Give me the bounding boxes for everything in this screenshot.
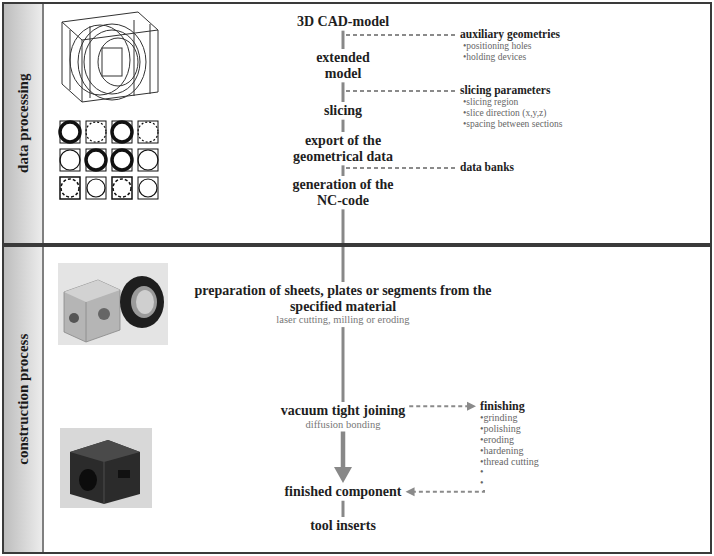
parts-photo: [58, 263, 168, 345]
finishing-list: finishing•grinding•polishing•eroding•har…: [476, 398, 543, 490]
process-band: data processing 3D CAD-model extended mode…: [2, 2, 712, 245]
step-label: slicing: [324, 103, 362, 119]
parameter-item: •positioning holes: [463, 41, 532, 52]
arrow-head: [467, 402, 476, 411]
leader-line: [346, 90, 456, 92]
side-strip: [4, 4, 42, 243]
connector-line: [409, 405, 469, 407]
band-label: data processing: [15, 74, 32, 173]
step-label: generation of the NC-code: [289, 177, 397, 208]
flow-connector: [334, 431, 352, 483]
process-step: export of the geometrical data: [269, 132, 417, 165]
arrow-head: [334, 467, 352, 483]
step-label: finished component: [284, 484, 401, 500]
finishing-item: •polishing: [480, 424, 539, 435]
connector-line: [341, 431, 346, 470]
process-step: tool inserts: [306, 517, 380, 535]
process-step: generation of the NC-code: [285, 176, 401, 209]
step-note: diffusion bonding: [281, 419, 405, 431]
process-step: extended model: [297, 49, 389, 82]
finishing-item: •thread cutting: [480, 457, 539, 468]
step-label: tool inserts: [310, 518, 376, 534]
process-band: construction process preparation of sheet…: [2, 245, 712, 554]
step-note: laser cutting, milling or eroding: [193, 314, 493, 326]
parameter-heading: auxiliary geometries: [460, 28, 560, 41]
step-label: extended model: [301, 50, 385, 81]
parameter-item: •slicing region: [463, 97, 518, 108]
flow-connector: [343, 165, 344, 176]
flow-connector: [343, 82, 344, 102]
component-photo: [60, 428, 152, 508]
connector-line: [341, 501, 344, 517]
band-label: construction process: [15, 334, 32, 465]
connector-line: [342, 82, 345, 102]
parameter-item: •slice direction (x,y,z): [463, 108, 546, 119]
process-step: finished component: [280, 483, 405, 501]
strip-divider: [42, 4, 44, 552]
side-strip: [4, 247, 42, 552]
flow-connector: [343, 31, 344, 49]
cad-model-illustration: [62, 12, 158, 102]
connector-line: [342, 31, 345, 49]
process-step: vacuum tight joiningdiffusion bonding: [277, 402, 409, 431]
leader-line: [346, 34, 456, 36]
finishing-item: •grinding: [480, 413, 539, 424]
connector-line: [342, 120, 345, 132]
finishing-heading: finishing: [480, 399, 539, 413]
flow-connector: [343, 120, 344, 132]
finishing-item: •: [480, 478, 539, 489]
flow-connector: [406, 487, 484, 496]
parameter-item: •holding devices: [463, 52, 526, 63]
flow-connector: [343, 327, 344, 402]
flow-connector: [342, 501, 343, 517]
step-label: preparation of sheets, plates or segment…: [193, 283, 493, 314]
step-label: vacuum tight joining: [281, 403, 405, 419]
finishing-item: •: [480, 467, 539, 478]
slice-grid-illustration: [60, 121, 158, 199]
leader-line: [346, 167, 456, 169]
parameter-item: •spacing between sections: [463, 119, 562, 130]
step-label: export of the geometrical data: [273, 133, 413, 164]
process-step: 3D CAD-model: [293, 13, 393, 31]
arrow-head: [406, 487, 415, 496]
finishing-item: •eroding: [480, 435, 539, 446]
process-step: preparation of sheets, plates or segment…: [189, 282, 497, 327]
parameter-heading: data banks: [460, 161, 514, 174]
step-label: 3D CAD-model: [297, 14, 389, 30]
parameter-heading: slicing parameters: [460, 84, 550, 97]
connector-line: [342, 327, 345, 402]
connector-line: [413, 490, 484, 492]
process-step: slicing: [320, 102, 366, 120]
finishing-item: •hardening: [480, 446, 539, 457]
flow-connector: [409, 402, 476, 411]
connector-line: [342, 165, 345, 176]
